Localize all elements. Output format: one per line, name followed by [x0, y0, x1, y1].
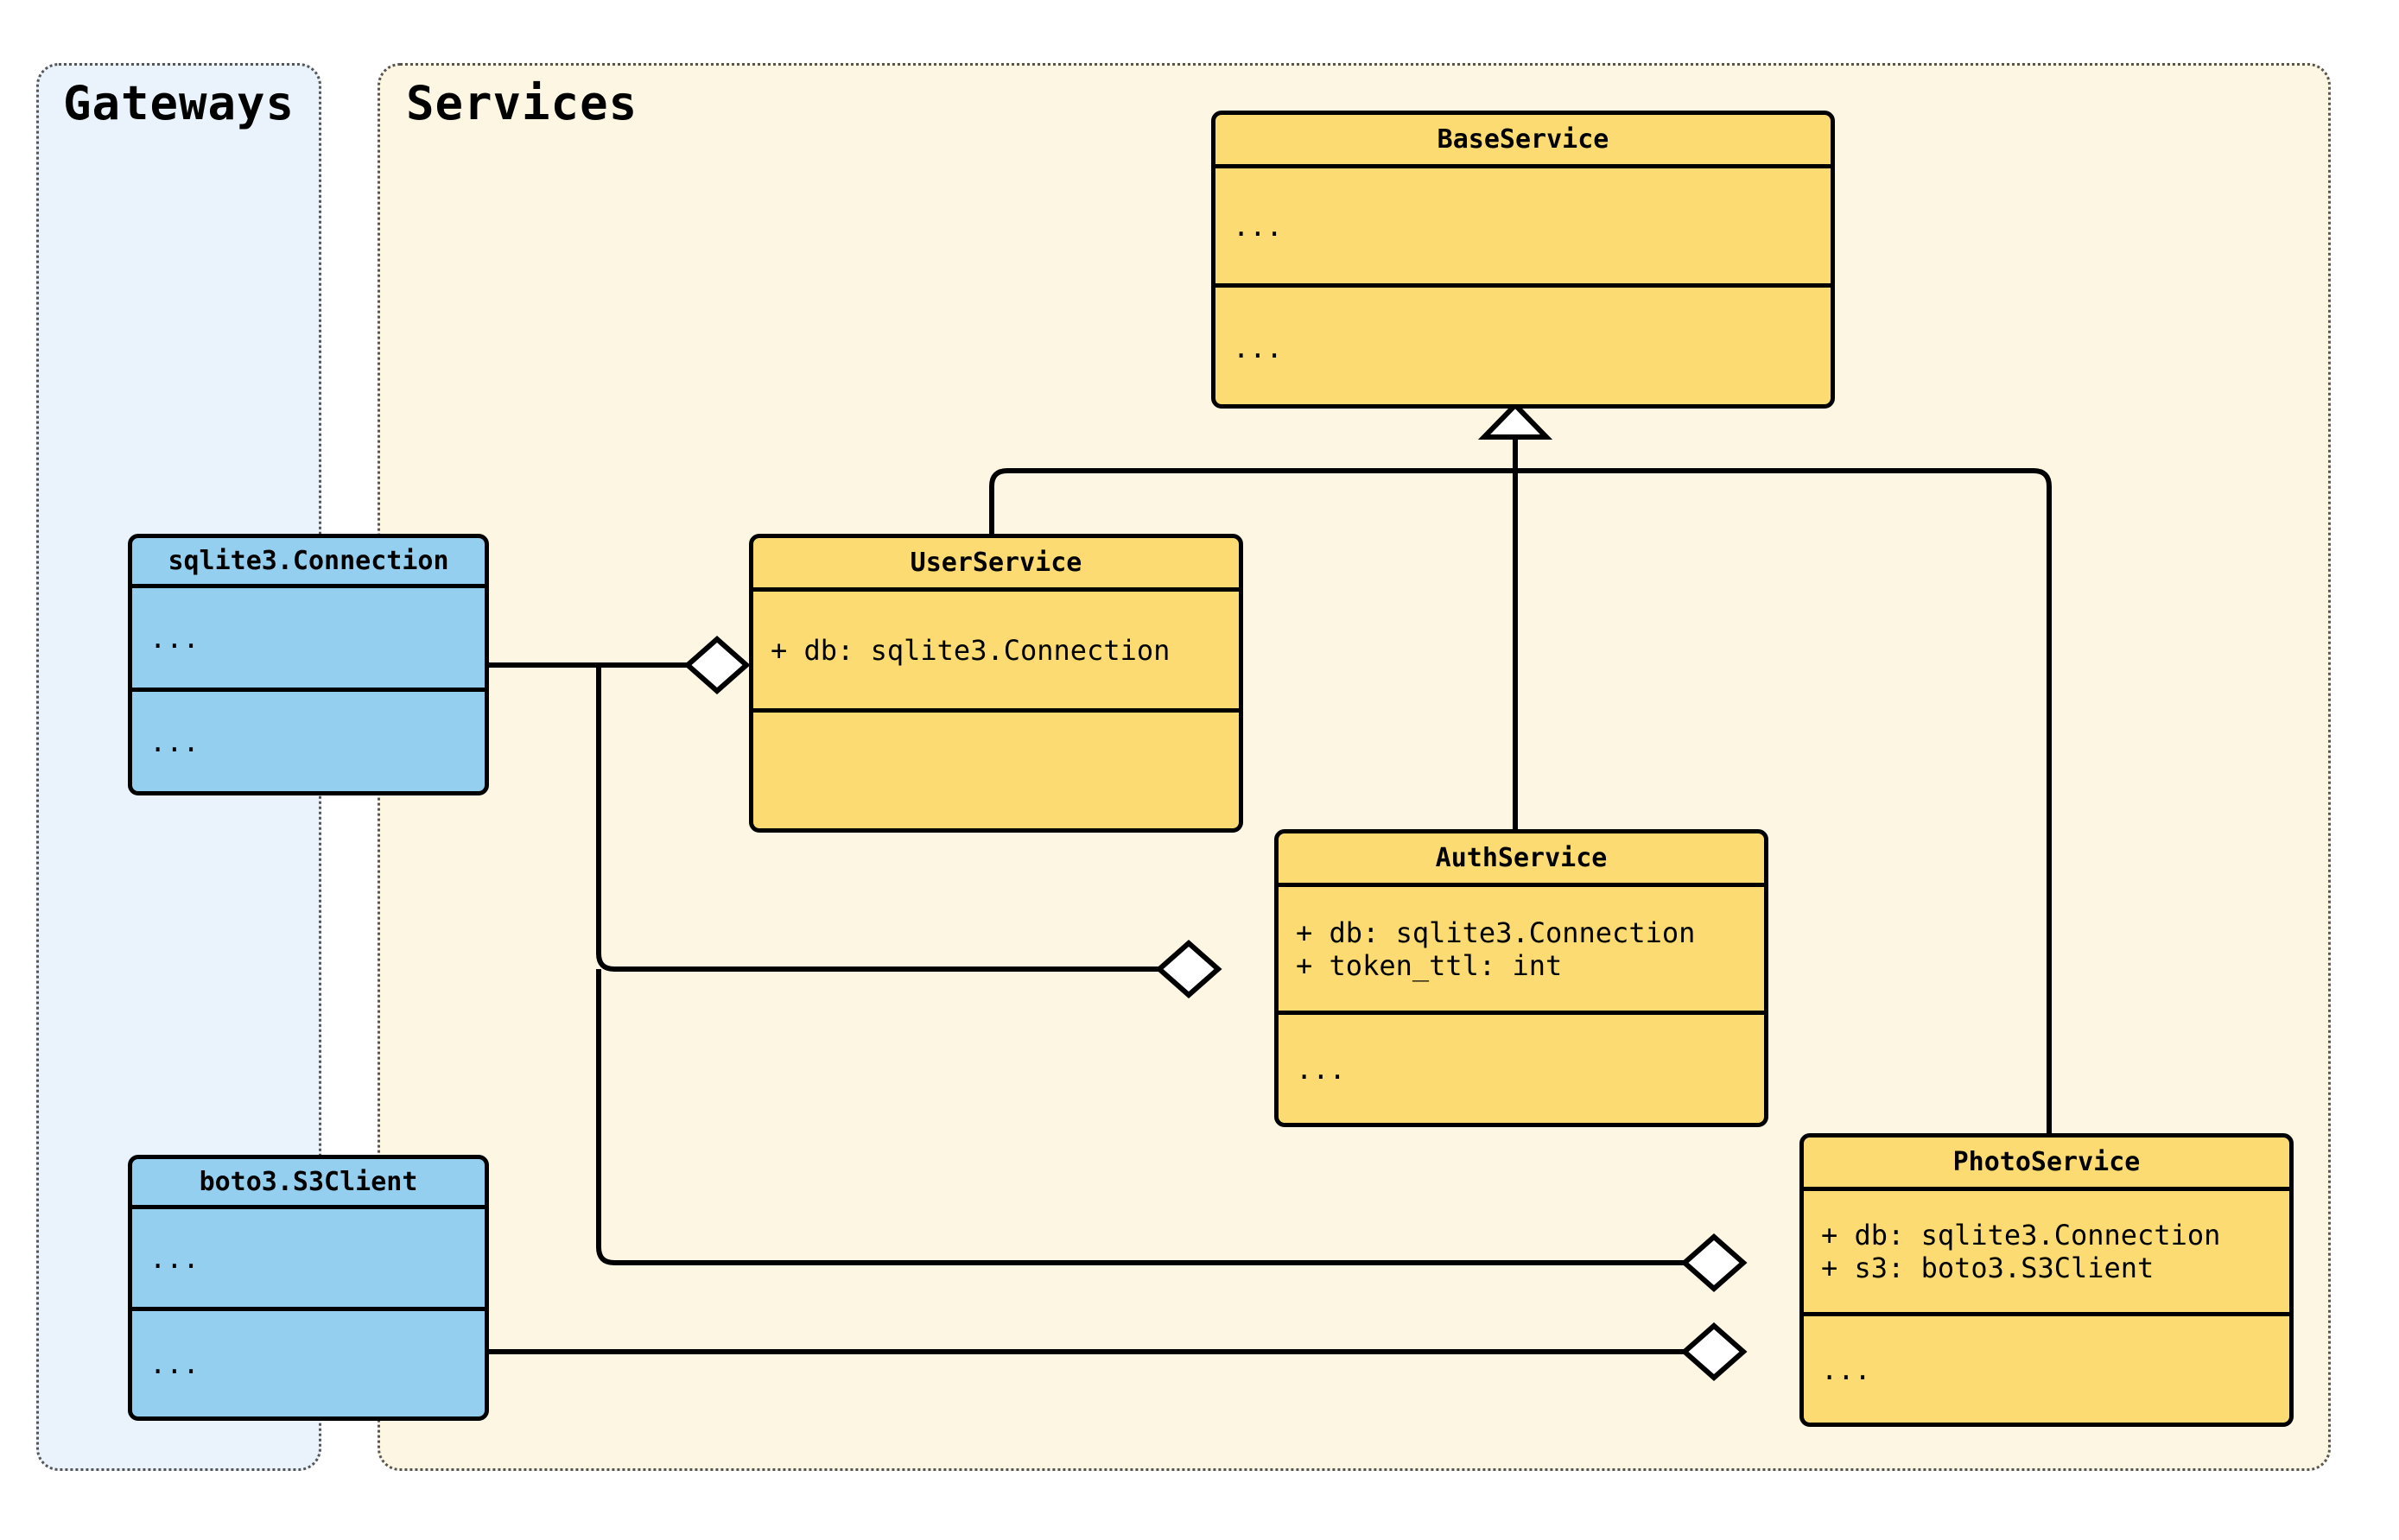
class-photoservice[interactable]: PhotoService + db: sqlite3.Connection + … — [1799, 1133, 2294, 1427]
class-userservice-name: UserService — [753, 538, 1239, 592]
class-sqlite3-connection-name: sqlite3.Connection — [132, 538, 485, 588]
operation-row: ... — [149, 1347, 200, 1380]
class-boto3-s3client-operations: ... — [132, 1311, 485, 1416]
attribute-row: + db: sqlite3.Connection — [771, 633, 1171, 667]
class-photoservice-operations: ... — [1804, 1316, 2289, 1423]
attribute-row: ... — [1233, 209, 1283, 243]
attribute-row: ... — [149, 1241, 200, 1275]
class-sqlite3-connection-attributes: ... — [132, 588, 485, 692]
operation-row: ... — [149, 725, 200, 758]
class-baseservice[interactable]: BaseService ... ... — [1211, 111, 1835, 409]
attribute-row: ... — [149, 621, 200, 655]
class-baseservice-operations: ... — [1215, 288, 1831, 404]
class-userservice-operations — [753, 713, 1239, 828]
class-authservice-operations: ... — [1279, 1015, 1764, 1123]
attribute-row: + s3: boto3.S3Client — [1821, 1252, 2155, 1284]
class-baseservice-attributes: ... — [1215, 168, 1831, 288]
class-authservice-name: AuthService — [1279, 833, 1764, 887]
attribute-row: + db: sqlite3.Connection — [1821, 1219, 2221, 1252]
class-userservice-attributes: + db: sqlite3.Connection — [753, 592, 1239, 713]
class-authservice[interactable]: AuthService + db: sqlite3.Connection + t… — [1274, 829, 1768, 1127]
class-boto3-s3client[interactable]: boto3.S3Client ... ... — [128, 1155, 489, 1421]
class-baseservice-name: BaseService — [1215, 115, 1831, 168]
attribute-row: + token_ttl: int — [1296, 948, 1563, 982]
attribute-row: + db: sqlite3.Connection — [1296, 916, 1696, 949]
package-gateways-title: Gateways — [62, 76, 295, 130]
operation-row: ... — [1296, 1052, 1346, 1086]
class-sqlite3-connection-operations: ... — [132, 692, 485, 791]
class-authservice-attributes: + db: sqlite3.Connection + token_ttl: in… — [1279, 887, 1764, 1015]
class-sqlite3-connection[interactable]: sqlite3.Connection ... ... — [128, 534, 489, 795]
class-photoservice-name: PhotoService — [1804, 1138, 2289, 1191]
package-services-title: Services — [406, 76, 638, 130]
class-boto3-s3client-name: boto3.S3Client — [132, 1159, 485, 1209]
operation-row: ... — [1233, 332, 1283, 364]
class-photoservice-attributes: + db: sqlite3.Connection + s3: boto3.S3C… — [1804, 1191, 2289, 1316]
operation-row: ... — [1821, 1353, 1871, 1386]
class-userservice[interactable]: UserService + db: sqlite3.Connection — [749, 534, 1243, 833]
class-boto3-s3client-attributes: ... — [132, 1209, 485, 1311]
